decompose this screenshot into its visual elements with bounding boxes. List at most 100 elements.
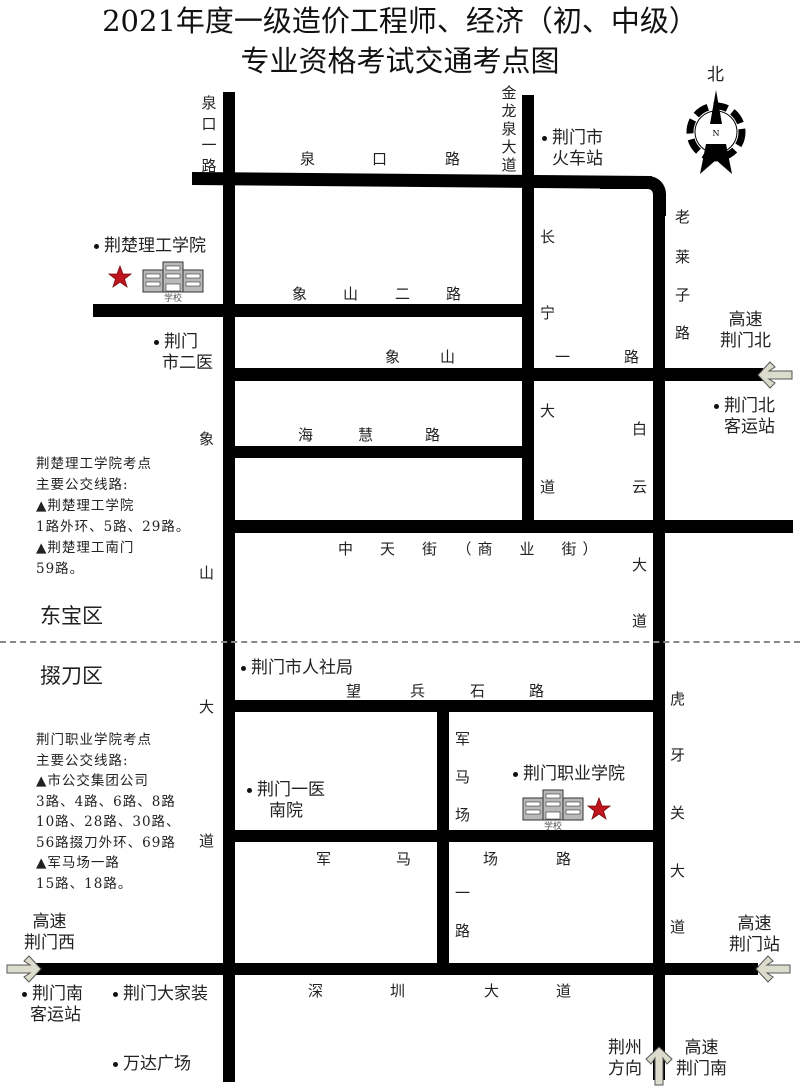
- label-xiangshan-erlu-3: 二: [395, 285, 411, 303]
- label-wangbingshi-3: 石: [470, 682, 486, 700]
- label-quankou-yilu: 泉口一路: [201, 94, 217, 175]
- label-shenzhen-3: 大: [484, 982, 500, 1000]
- arrow-left-icon: [755, 955, 791, 983]
- poi-dajiazhuang[interactable]: 荆门大家装: [113, 984, 208, 1005]
- label-quankou-1: 泉: [300, 150, 316, 168]
- label-wangbingshi-4: 路: [529, 682, 545, 700]
- road-zhongtian: [233, 520, 793, 533]
- label-junmachang-h3: 场: [483, 850, 499, 868]
- label-changning-2: 宁: [540, 304, 556, 322]
- road-quankou: [192, 172, 652, 190]
- label-junmachang-h2: 马: [396, 850, 412, 868]
- compass-icon: N: [686, 90, 746, 174]
- poi-jingchu-college[interactable]: 荆楚理工学院: [94, 236, 206, 257]
- poi-north-bus-station[interactable]: 荆门北 客运站: [714, 396, 775, 438]
- svg-text:N: N: [713, 129, 720, 138]
- poi-second-hospital[interactable]: 荆门 市二医: [154, 332, 213, 374]
- label-junmachang-v1: 军: [455, 730, 471, 748]
- label-quankou-2: 口: [372, 150, 388, 168]
- bullet-icon: [94, 244, 99, 249]
- label-wangbingshi-2: 兵: [410, 682, 426, 700]
- label-xiangshan-yilu-2: 山: [440, 348, 456, 366]
- poi-vocational-college[interactable]: 荆门职业学院: [513, 764, 625, 785]
- district-dongbao: 东宝区: [40, 604, 103, 628]
- school-building-icon: 学校: [142, 261, 204, 302]
- label-huyaguan-4: 大: [670, 862, 686, 880]
- label-xiangshan-yilu-1: 象: [385, 348, 401, 366]
- poi-first-hospital-south[interactable]: 荆门一医 南院: [247, 780, 325, 822]
- bus-note-vocational: 荆门职业学院考点 主要公交线路: ▲市公交集团公司 3路、4路、6路、8路 10…: [36, 732, 181, 892]
- bullet-icon: [154, 340, 159, 345]
- label-huyaguan-2: 牙: [670, 746, 686, 764]
- exit-south-label: 高速荆门南: [676, 1038, 727, 1079]
- map-title-line1: 2021年度一级造价工程师、经济（初、中级）: [102, 4, 698, 38]
- label-xiangshan-dadao-3: 大: [199, 698, 215, 716]
- arrow-left-icon: [757, 361, 793, 389]
- label-shenzhen-2: 圳: [390, 982, 406, 1000]
- arrow-right-icon: [6, 955, 42, 983]
- label-xiangshan-yilu-4: 路: [624, 348, 640, 366]
- star-icon: [587, 797, 611, 821]
- poi-wanda-plaza[interactable]: 万达广场: [113, 1054, 191, 1075]
- road-wangbingshi: [233, 700, 663, 712]
- district-divider: [0, 641, 800, 643]
- arrow-up-icon: [645, 1046, 673, 1086]
- label-xiangshan-erlu-4: 路: [446, 285, 462, 303]
- label-changning-4: 道: [540, 478, 556, 496]
- svg-text:学校: 学校: [164, 292, 182, 302]
- label-xiangshan-dadao-1: 象: [199, 430, 215, 448]
- label-zhongtian: 中 天 街 （商 业 街）: [338, 540, 604, 558]
- label-baiyun-1: 白: [632, 420, 648, 438]
- exit-jingzhou-label: 荆州方向: [608, 1038, 642, 1079]
- bullet-icon: [113, 1062, 118, 1067]
- poi-south-bus-station[interactable]: 荆门南 客运站: [22, 984, 83, 1026]
- label-haihui-1: 海: [298, 426, 314, 444]
- label-junmachang-h1: 军: [316, 850, 332, 868]
- label-junmachang-yilu-1: 一: [455, 884, 471, 902]
- label-xiangshan-erlu-2: 山: [343, 285, 359, 303]
- label-haihui-2: 慧: [358, 426, 374, 444]
- bullet-icon: [247, 788, 252, 793]
- label-laolaizi-3: 子: [675, 286, 691, 304]
- star-icon: [108, 265, 132, 289]
- bullet-icon: [241, 666, 246, 671]
- exit-north-label: 高速荆门北: [720, 310, 771, 351]
- label-junmachang-v3: 场: [455, 806, 471, 824]
- label-changning-1: 长: [540, 228, 556, 246]
- label-shenzhen-4: 道: [556, 982, 572, 1000]
- compass-north-label: 北: [707, 65, 724, 85]
- exit-west-label: 高速荆门西: [24, 912, 75, 953]
- label-baiyun-4: 道: [632, 612, 648, 630]
- road-xiangshan-erlu: [93, 304, 531, 317]
- road-junmachang: [233, 830, 663, 842]
- exit-station-label: 高速荆门站: [729, 914, 780, 955]
- label-junmachang-v2: 马: [455, 768, 471, 786]
- label-laolaizi-4: 路: [675, 324, 691, 342]
- bullet-icon: [542, 136, 547, 141]
- label-baiyun-3: 大: [632, 556, 648, 574]
- road-shenzhen: [36, 963, 758, 975]
- label-xiangshan-yilu-3: 一: [555, 348, 571, 366]
- bullet-icon: [513, 772, 518, 777]
- label-wangbingshi-1: 望: [346, 682, 362, 700]
- label-huyaguan-5: 道: [670, 918, 686, 936]
- label-junmachang-h4: 路: [556, 850, 572, 868]
- label-junmachang-yilu-2: 路: [455, 922, 471, 940]
- label-huyaguan-1: 虎: [670, 690, 686, 708]
- label-laolaizi-2: 莱: [675, 248, 691, 266]
- label-jinlongquan: 金龙泉大道: [501, 84, 517, 174]
- label-xiangshan-erlu-1: 象: [292, 285, 308, 303]
- map-title-line2: 专业资格考试交通考点图: [240, 44, 560, 78]
- label-haihui-3: 路: [425, 426, 441, 444]
- road-haihui: [233, 446, 528, 458]
- poi-hrss-bureau[interactable]: 荆门市人社局: [241, 658, 353, 679]
- district-duodao: 掇刀区: [40, 664, 103, 688]
- bullet-icon: [714, 404, 719, 409]
- label-shenzhen-1: 深: [308, 982, 324, 1000]
- road-xiangshan-yilu: [233, 368, 763, 381]
- school-building-icon: 学校: [522, 789, 584, 830]
- bullet-icon: [22, 992, 27, 997]
- label-quankou-3: 路: [445, 150, 461, 168]
- poi-train-station[interactable]: 荆门市 火车站: [542, 128, 603, 170]
- label-huyaguan-3: 关: [670, 804, 686, 822]
